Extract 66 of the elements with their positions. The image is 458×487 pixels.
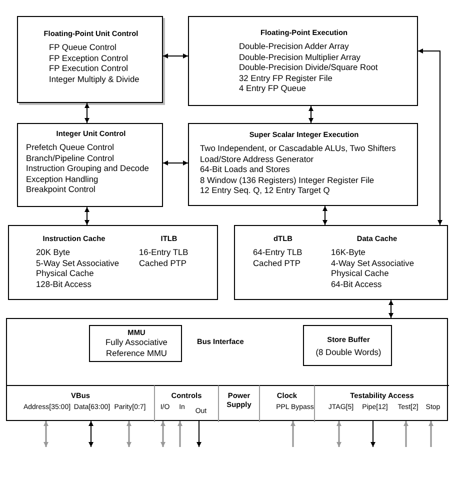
connector-arrow — [418, 48, 442, 226]
connector-arrow — [84, 206, 90, 226]
block-text: 128-Bit Access — [35, 278, 92, 290]
connector-arrow — [308, 106, 314, 124]
connector-arrow — [388, 300, 394, 318]
connector-arrow — [322, 206, 328, 226]
unit-box — [89, 325, 182, 362]
block-text: 4-Way Set Associative — [331, 258, 416, 268]
block-text: FP Queue Control — [48, 42, 118, 53]
unit-box — [303, 325, 392, 366]
block-text: Cached PTP — [253, 258, 302, 268]
block-text: Load/Store Address Generator — [199, 154, 315, 164]
block-text: Double-Precision Adder Array — [238, 41, 350, 52]
connector-arrow — [370, 420, 376, 448]
connector-arrow — [162, 54, 188, 58]
block-text: FP Execution Control — [48, 63, 129, 74]
block-text: Two Independent, or Cascadable ALUs, Two Shifters — [199, 143, 397, 154]
block-text: Double-Precision Divide/Square Root — [238, 62, 379, 73]
block-text: 4 Entry FP Queue — [238, 83, 307, 94]
block-text: Fully Associative — [104, 337, 168, 348]
block-text: 8 Window (136 Registers) Integer Register File — [199, 174, 376, 186]
block-text: Branch/Pipeline Control — [25, 152, 115, 164]
block-text: 12 Entry Seq. Q, 12 Entry Target Q — [199, 185, 331, 196]
block-text: 20K Byte — [35, 247, 71, 258]
connector-arrow — [84, 102, 90, 124]
connector-arrow — [336, 421, 342, 447]
block-text: Prefetch Queue Control — [25, 142, 115, 153]
block-text: Physical Cache — [331, 268, 390, 279]
unit-box — [6, 318, 448, 421]
connector-arrow — [404, 421, 408, 447]
unit-box — [17, 16, 163, 103]
unit-box — [188, 16, 418, 106]
block-text: FP Exception Control — [48, 52, 129, 64]
connector-arrow — [44, 421, 48, 447]
block-text: Physical Cache — [35, 268, 95, 279]
bus-cell — [154, 385, 218, 422]
unit-box — [17, 123, 163, 207]
connector-arrow — [178, 421, 182, 447]
bus-cell — [259, 385, 314, 422]
connector-arrow — [160, 421, 166, 447]
block-text: Reference MMU — [105, 348, 168, 358]
unit-box — [188, 123, 418, 206]
block-text: Exception Handling — [25, 174, 100, 184]
block-text: Cached PTP — [139, 258, 188, 268]
connector-arrow — [126, 421, 132, 447]
block-text: 64-Entry TLB — [253, 247, 304, 258]
unit-box — [234, 225, 448, 300]
block-text: Double-Precision Multiplier Array — [238, 52, 362, 62]
block-text: 16-Entry TLB — [139, 247, 190, 258]
unit-box — [8, 225, 218, 300]
connector-arrow — [290, 421, 296, 447]
block-text: 32 Entry FP Register File — [238, 72, 334, 84]
block-text: (8 Double Words) — [314, 347, 382, 358]
connector-arrow — [196, 420, 202, 448]
block-text: 5-Way Set Associative — [35, 258, 119, 268]
block-text: Integer Multiply & Divide — [48, 74, 140, 84]
bus-cell — [218, 385, 259, 422]
bus-cell — [314, 385, 449, 422]
connector-arrow — [428, 421, 434, 447]
block-text: 64-Bit Access — [331, 278, 383, 290]
block-text: 64-Bit Loads and Stores — [199, 164, 291, 175]
block-text: Breakpoint Control — [25, 184, 96, 195]
connector-arrow — [88, 420, 94, 448]
connector-arrow — [162, 160, 188, 166]
block-text: Instruction Grouping and Decode — [25, 163, 150, 174]
block-text: 16K-Byte — [331, 247, 366, 258]
